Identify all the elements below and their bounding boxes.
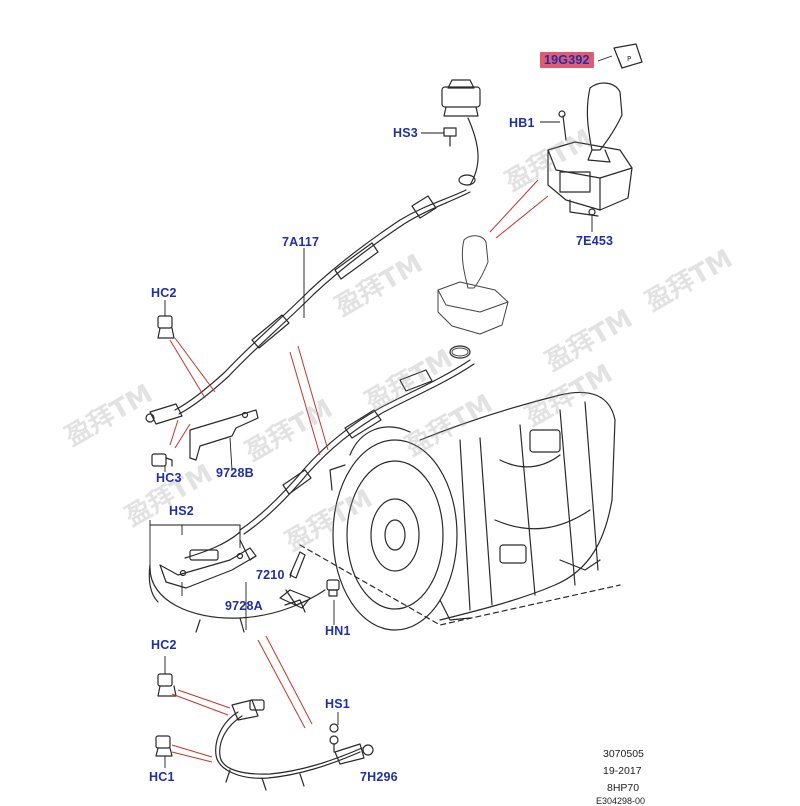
clip-hc2-bottom [157, 673, 177, 697]
reference-code: E304298-00 [596, 796, 646, 806]
clip-hc3 [151, 453, 173, 467]
oil-pan-outline [299, 544, 621, 626]
label-hc3: HC3 [156, 471, 182, 485]
knob-19g392: P [613, 43, 643, 69]
label-7h296: 7H296 [360, 770, 398, 784]
svg-text:P: P [627, 55, 631, 63]
label-9728b: 9728B [216, 466, 254, 480]
leader-lines-red [169, 179, 549, 763]
clip-hc2-top [157, 315, 175, 339]
gear-selector-7e453 [547, 82, 633, 217]
bracket-9728a [159, 547, 257, 589]
transmission-8hp70 [329, 391, 616, 631]
label-hn1: HN1 [325, 624, 351, 638]
label-7a117: 7A117 [282, 235, 320, 249]
leader-lines [149, 55, 613, 768]
label-7e453: 7E453 [576, 234, 614, 248]
selector-installed-view [437, 235, 509, 357]
shift-cable-7h296 [149, 345, 475, 633]
label-hs3: HS3 [393, 126, 418, 140]
bracket-9728b [189, 409, 259, 461]
label-hc2-bottom: HC2 [151, 638, 177, 652]
label-7210: 7210 [256, 568, 285, 582]
label-hc1: HC1 [149, 770, 175, 784]
label-hs1: HS1 [325, 697, 350, 711]
nut-hn1 [326, 579, 340, 597]
label-9728a: 9728A [225, 599, 263, 613]
lever-7210 [279, 551, 311, 609]
bolt-hs3 [443, 127, 457, 147]
bolt-hs1 [329, 723, 339, 753]
label-19g392: 19G392 [540, 52, 594, 68]
reference-date: 19-2017 [603, 765, 642, 777]
mount-hardware [148, 539, 257, 603]
shift-cable-7a117 [145, 79, 481, 425]
clip-hc1 [155, 735, 173, 757]
reference-transmission: 8HP70 [607, 782, 640, 794]
label-hb1: HB1 [509, 116, 535, 130]
bolt-hb1 [558, 110, 567, 141]
cable-bottom [215, 699, 374, 791]
label-hs2: HS2 [169, 504, 194, 518]
label-hc2-top: HC2 [151, 286, 177, 300]
reference-number: 3070505 [603, 748, 644, 760]
